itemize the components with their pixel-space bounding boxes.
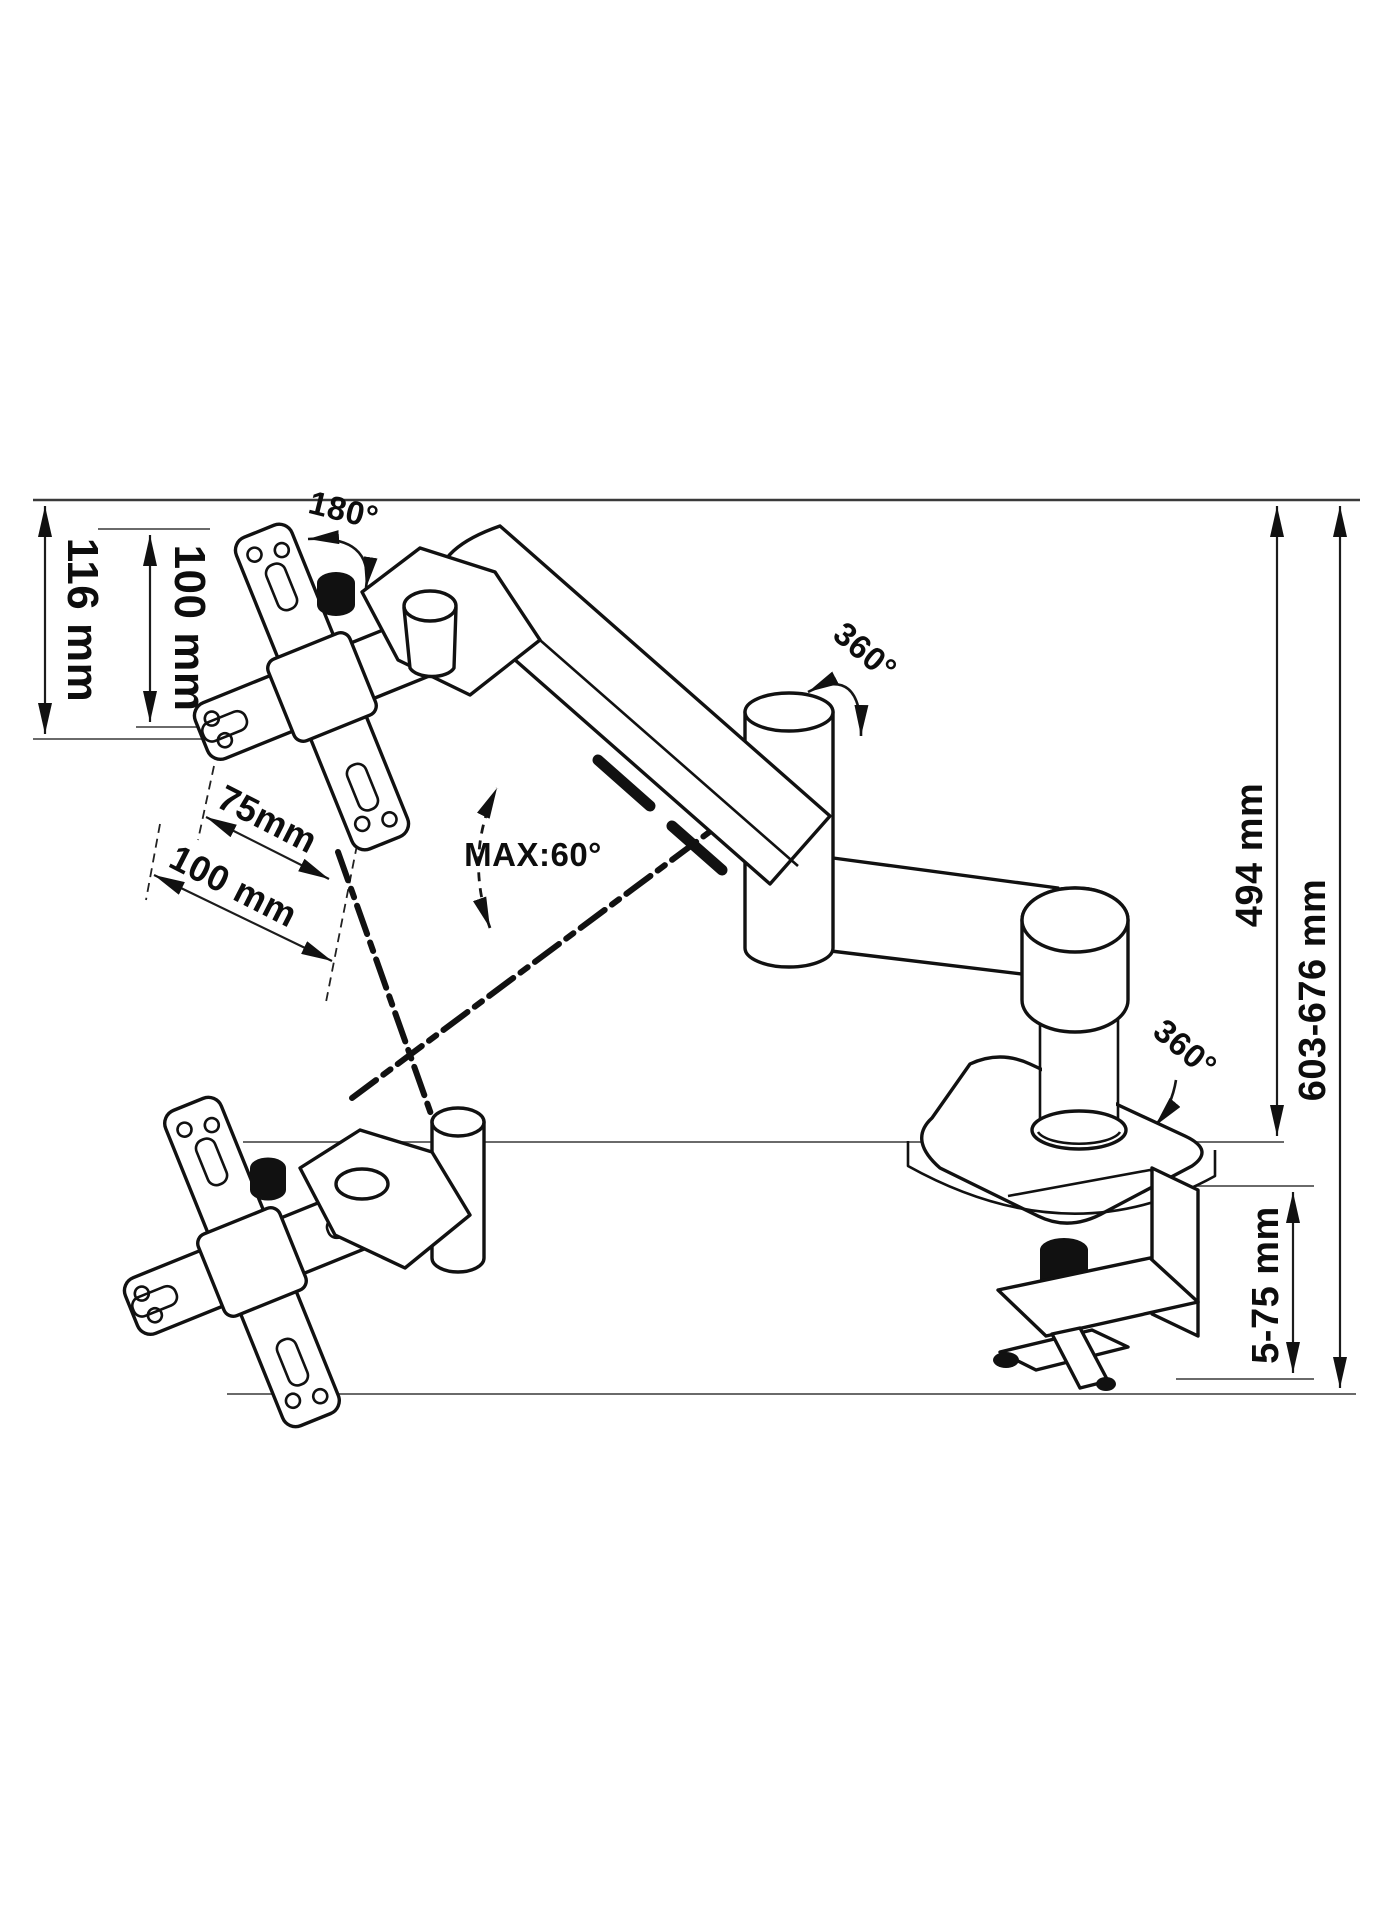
plate-slot-top <box>194 1137 229 1187</box>
dim-603-676mm-label: 603-676 mm <box>1292 879 1334 1102</box>
plate-hole <box>381 811 398 828</box>
tilt-knob <box>250 1157 286 1201</box>
pole-base-shadow <box>1036 1131 1122 1146</box>
plate-hole <box>176 1121 193 1138</box>
barrel-cap <box>430 1106 486 1138</box>
lower-vesa-plate <box>122 1095 382 1429</box>
pole-base-ring <box>1030 1109 1128 1151</box>
head-pivot-ring <box>402 589 458 623</box>
dim-5-75mm-label: 5-75 mm <box>1245 1206 1287 1364</box>
joint-cap <box>743 691 835 733</box>
forearm-end-cap <box>1020 886 1130 1034</box>
motion-arrows <box>307 530 1181 1127</box>
dim-494mm-label: 494 mm <box>1229 783 1271 928</box>
arm-stripe-1 <box>592 754 656 812</box>
arc-360-arm <box>807 671 869 737</box>
guide-right <box>325 844 358 1003</box>
arm-structure <box>122 522 1217 1429</box>
dimension-lines <box>38 506 1347 1388</box>
plate-center <box>196 1206 308 1318</box>
arc-180-rotation <box>307 530 378 589</box>
plate-slot-top <box>264 562 299 612</box>
plate-hole <box>273 541 291 559</box>
plate-hole <box>284 1392 302 1410</box>
guide-75-left <box>197 765 215 841</box>
arc-max-60-tilt <box>473 787 499 929</box>
plate-hole <box>311 1387 329 1405</box>
max-60-label: MAX:60° <box>464 836 602 873</box>
head-barrel <box>402 606 458 679</box>
lower-head-bracket <box>250 1128 472 1270</box>
head-pivot-ring <box>334 1167 390 1201</box>
plate-hole <box>216 731 234 749</box>
dim-100mm-left-label: 100 mm <box>165 545 214 712</box>
cap-top <box>1020 886 1130 954</box>
clamp-handle-tip <box>993 1352 1019 1368</box>
plate-hole <box>203 1116 221 1134</box>
tilt-knob <box>317 572 355 616</box>
clamp-bottom-jaw <box>996 1256 1200 1338</box>
plate-center <box>266 631 378 743</box>
plate-hole <box>133 1285 151 1302</box>
plate-hole <box>246 546 263 563</box>
plate-hole <box>203 710 221 727</box>
dim-116mm-label: 116 mm <box>58 538 107 702</box>
upper-vesa-plate <box>192 522 452 852</box>
c-clamp <box>993 1166 1200 1391</box>
plate-hole <box>146 1306 164 1324</box>
arm-stripe-2 <box>666 820 728 876</box>
clamp-handle-tip2 <box>1096 1377 1116 1391</box>
guide-100-left <box>145 823 161 901</box>
dim-75mm-line <box>205 816 330 880</box>
head-wedge <box>298 1128 472 1270</box>
upper-head-bracket <box>317 546 542 697</box>
plate-slot-bottom <box>275 1337 310 1387</box>
dim-100mm-diag-line <box>153 874 333 962</box>
plate-hole <box>353 815 371 833</box>
plate-slot-bottom <box>345 762 380 812</box>
